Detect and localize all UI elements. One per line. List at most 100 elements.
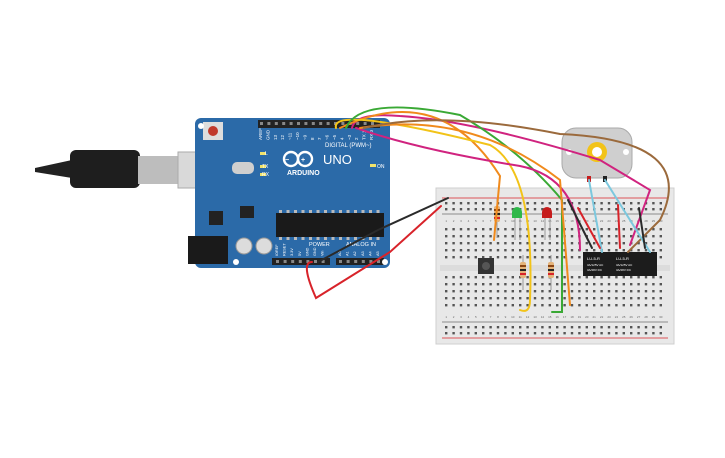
rail-hole[interactable] bbox=[489, 332, 492, 335]
bb-hole[interactable] bbox=[459, 242, 463, 245]
bb-hole[interactable] bbox=[600, 276, 603, 279]
bb-hole[interactable] bbox=[659, 256, 662, 259]
bb-hole[interactable] bbox=[496, 256, 500, 259]
bb-hole[interactable] bbox=[504, 297, 507, 300]
rail-hole[interactable] bbox=[607, 326, 611, 329]
bb-hole[interactable] bbox=[630, 276, 633, 279]
bb-hole[interactable] bbox=[533, 228, 537, 231]
rail-hole[interactable] bbox=[630, 202, 633, 205]
bb-hole[interactable] bbox=[659, 228, 662, 231]
bb-hole[interactable] bbox=[637, 297, 640, 300]
bb-hole[interactable] bbox=[519, 242, 522, 245]
rail-hole[interactable] bbox=[489, 326, 492, 329]
rail-hole[interactable] bbox=[607, 332, 611, 335]
bb-hole[interactable] bbox=[600, 235, 603, 238]
wire-brown[interactable] bbox=[363, 119, 670, 253]
bb-hole[interactable] bbox=[644, 283, 648, 286]
bb-hole[interactable] bbox=[511, 256, 514, 259]
bb-hole[interactable] bbox=[452, 249, 455, 252]
bb-hole[interactable] bbox=[482, 290, 485, 293]
bb-hole[interactable] bbox=[496, 290, 500, 293]
bb-hole[interactable] bbox=[637, 276, 640, 279]
bb-hole[interactable] bbox=[570, 228, 574, 231]
bb-hole[interactable] bbox=[548, 256, 551, 259]
rail-hole[interactable] bbox=[615, 332, 618, 335]
bb-hole[interactable] bbox=[585, 228, 588, 231]
rail-hole[interactable] bbox=[607, 208, 611, 211]
digital-pin[interactable] bbox=[371, 122, 374, 125]
bb-hole[interactable] bbox=[445, 283, 448, 286]
bb-hole[interactable] bbox=[622, 304, 625, 307]
bb-hole[interactable] bbox=[652, 304, 655, 307]
rail-hole[interactable] bbox=[511, 326, 514, 329]
rail-hole[interactable] bbox=[504, 202, 507, 205]
bb-hole[interactable] bbox=[504, 242, 507, 245]
bb-hole[interactable] bbox=[489, 283, 492, 286]
rail-hole[interactable] bbox=[496, 326, 500, 329]
bb-hole[interactable] bbox=[541, 256, 544, 259]
bb-hole[interactable] bbox=[600, 283, 603, 286]
rail-hole[interactable] bbox=[593, 326, 596, 329]
bb-hole[interactable] bbox=[452, 304, 455, 307]
bb-hole[interactable] bbox=[445, 276, 448, 279]
bb-hole[interactable] bbox=[474, 249, 477, 252]
bb-hole[interactable] bbox=[585, 283, 588, 286]
power-pin[interactable] bbox=[314, 260, 317, 263]
rail-hole[interactable] bbox=[556, 332, 559, 335]
bb-hole[interactable] bbox=[570, 297, 574, 300]
bb-hole[interactable] bbox=[482, 256, 485, 259]
bb-hole[interactable] bbox=[563, 297, 566, 300]
bb-hole[interactable] bbox=[563, 276, 566, 279]
rail-hole[interactable] bbox=[482, 332, 485, 335]
bb-hole[interactable] bbox=[556, 290, 559, 293]
digital-pin[interactable] bbox=[319, 122, 323, 125]
rail-hole[interactable] bbox=[445, 202, 448, 205]
bb-hole[interactable] bbox=[548, 290, 551, 293]
bb-hole[interactable] bbox=[615, 290, 618, 293]
bb-hole[interactable] bbox=[652, 249, 655, 252]
bb-hole[interactable] bbox=[585, 242, 588, 245]
digital-pin[interactable] bbox=[267, 122, 271, 125]
power-pin[interactable] bbox=[283, 260, 287, 263]
bb-hole[interactable] bbox=[496, 235, 500, 238]
bb-hole[interactable] bbox=[659, 297, 662, 300]
bb-hole[interactable] bbox=[474, 290, 477, 293]
rail-hole[interactable] bbox=[600, 208, 603, 211]
wire-black-relay-2[interactable] bbox=[638, 207, 646, 249]
bb-hole[interactable] bbox=[607, 242, 611, 245]
rail-hole[interactable] bbox=[563, 326, 566, 329]
wire-red-5v[interactable] bbox=[305, 205, 442, 300]
rail-hole[interactable] bbox=[659, 208, 662, 211]
rail-hole[interactable] bbox=[452, 332, 455, 335]
digital-pin[interactable] bbox=[341, 122, 345, 125]
bb-hole[interactable] bbox=[452, 290, 455, 293]
rail-hole[interactable] bbox=[563, 202, 566, 205]
rail-hole[interactable] bbox=[607, 202, 611, 205]
rail-hole[interactable] bbox=[644, 332, 648, 335]
bb-hole[interactable] bbox=[644, 235, 648, 238]
bb-hole[interactable] bbox=[652, 228, 655, 231]
bb-hole[interactable] bbox=[533, 297, 537, 300]
bb-hole[interactable] bbox=[630, 297, 633, 300]
rail-hole[interactable] bbox=[652, 332, 655, 335]
rail-hole[interactable] bbox=[615, 208, 618, 211]
bb-hole[interactable] bbox=[644, 228, 648, 231]
bb-hole[interactable] bbox=[556, 276, 559, 279]
bb-hole[interactable] bbox=[622, 283, 625, 286]
bb-hole[interactable] bbox=[459, 283, 463, 286]
rail-hole[interactable] bbox=[637, 332, 640, 335]
bb-hole[interactable] bbox=[533, 304, 537, 307]
bb-hole[interactable] bbox=[644, 297, 648, 300]
bb-hole[interactable] bbox=[644, 242, 648, 245]
bb-hole[interactable] bbox=[652, 276, 655, 279]
bb-hole[interactable] bbox=[452, 235, 455, 238]
bb-hole[interactable] bbox=[570, 235, 574, 238]
rail-hole[interactable] bbox=[496, 332, 500, 335]
bb-hole[interactable] bbox=[630, 228, 633, 231]
bb-hole[interactable] bbox=[637, 242, 640, 245]
bb-hole[interactable] bbox=[541, 242, 544, 245]
bb-hole[interactable] bbox=[615, 304, 618, 307]
bb-hole[interactable] bbox=[570, 283, 574, 286]
bb-hole[interactable] bbox=[607, 297, 611, 300]
bb-hole[interactable] bbox=[541, 228, 544, 231]
